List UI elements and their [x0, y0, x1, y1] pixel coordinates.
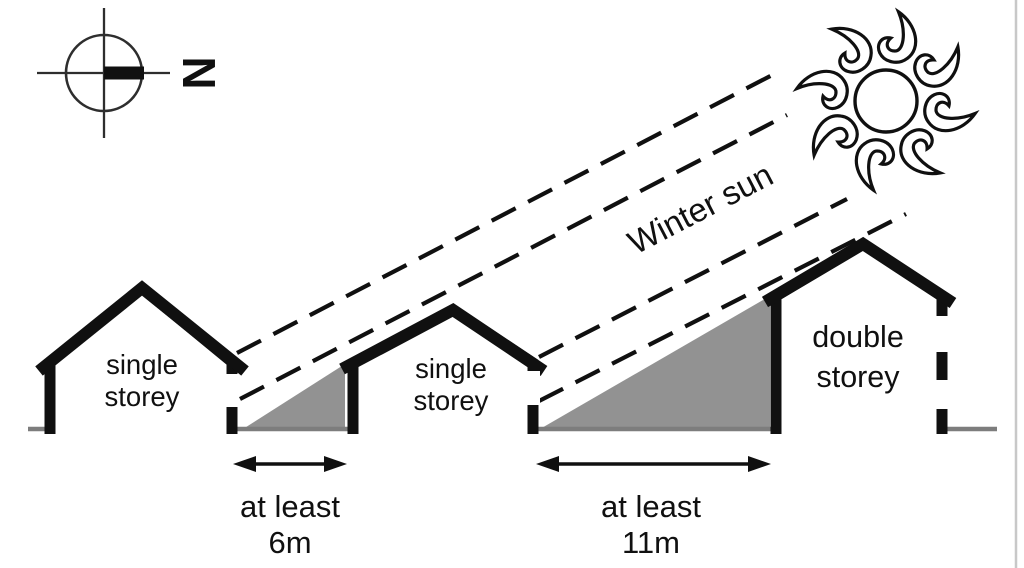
house-roof	[339, 303, 548, 376]
house-label-line2: storey	[414, 385, 489, 416]
window-gap	[225, 374, 239, 407]
house-left-single-storey: single storey	[35, 280, 249, 434]
sun-ray-lower-2	[538, 212, 907, 403]
arrow-head-right	[748, 456, 771, 472]
house-label-line1: single	[415, 353, 487, 384]
arrow-head-left	[233, 456, 256, 472]
compass-north-label: N	[173, 56, 225, 89]
spacing-label-line2: 11m	[622, 525, 680, 560]
compass-icon	[37, 8, 170, 138]
spacing-label-line2: 6m	[268, 525, 311, 560]
house-label-line2: storey	[816, 360, 900, 394]
house-right-double-storey: double storey	[761, 236, 957, 434]
shadow-triangle-2	[540, 296, 770, 429]
sun-icon	[793, 8, 979, 194]
arrow-head-left	[536, 456, 559, 472]
window-gap-lower	[935, 380, 949, 409]
spacing-arrow-11m: at least 11m	[536, 456, 771, 560]
sun-ray-lower-1	[538, 197, 848, 359]
house-middle-single-storey: single storey	[339, 303, 548, 434]
sun-disc	[853, 68, 919, 134]
sun-ray-upper-1	[236, 70, 779, 355]
house-roof	[35, 280, 249, 376]
winter-sun-rays	[236, 70, 907, 403]
window-gap	[526, 371, 540, 405]
house-label-line2: storey	[105, 381, 180, 412]
shadow-triangle-1	[243, 364, 345, 429]
sun-ray-upper-2	[239, 113, 788, 401]
spacing-label-line1: at least	[240, 489, 340, 524]
window-gap-upper	[935, 316, 949, 352]
spacing-label-line1: at least	[601, 489, 701, 524]
house-label-line1: single	[106, 349, 178, 380]
house-roof	[761, 236, 957, 309]
house-label-line1: double	[812, 320, 904, 354]
arrow-head-right	[324, 456, 347, 472]
spacing-arrow-6m: at least 6m	[233, 456, 347, 560]
